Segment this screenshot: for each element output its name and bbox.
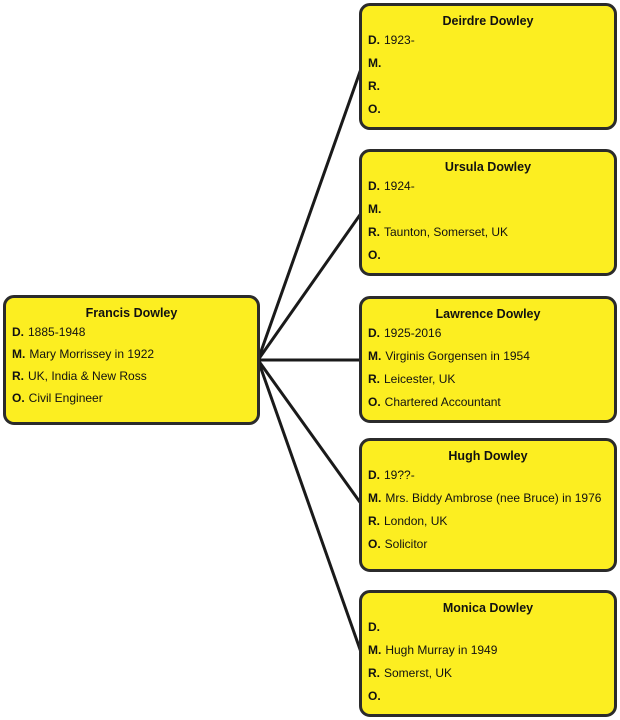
field-label: R. [12, 369, 24, 383]
field-residence: R. Somerst, UK [368, 666, 608, 680]
child-card-deirdre: Deirdre Dowley D. 1923- M. R. O. [359, 3, 617, 130]
field-label: O. [368, 248, 381, 262]
field-label: D. [12, 325, 24, 339]
child-card-lawrence: Lawrence Dowley D. 1925-2016 M.Virginis G… [359, 296, 617, 423]
child-card-hugh: Hugh Dowley D. 19??- M.Mrs. Biddy Ambrose… [359, 438, 617, 572]
child-card-monica: Monica Dowley D. M.Hugh Murray in 1949 R… [359, 590, 617, 717]
field-residence: R. Leicester, UK [368, 372, 608, 386]
field-residence: R. [368, 79, 608, 93]
field-label: M. [368, 56, 382, 70]
field-dates: D. 19??- [368, 468, 608, 482]
field-value: 1924- [384, 179, 415, 193]
field-label: D. [368, 620, 380, 634]
field-value: Chartered Accountant [384, 395, 501, 409]
field-label: M. [12, 347, 26, 361]
person-name: Lawrence Dowley [435, 307, 541, 321]
field-dates: D. 1885-1948 [12, 325, 251, 339]
connector-line-ursula [256, 211, 364, 361]
field-value: Somerst, UK [384, 666, 453, 680]
field-dates: D. 1923- [368, 33, 608, 47]
field-label: M. [368, 202, 382, 216]
person-name: Ursula Dowley [444, 160, 532, 174]
field-occupation: O.Chartered Accountant [368, 395, 608, 409]
field-value: 1923- [384, 33, 415, 47]
field-label: O. [12, 391, 25, 405]
parent-card-francis: Francis Dowley D. 1885-1948 M.Mary Morris… [3, 295, 260, 425]
field-value: Leicester, UK [384, 372, 456, 386]
field-occupation: O. [368, 689, 608, 703]
field-occupation: O. [368, 102, 608, 116]
field-value: 1885-1948 [28, 325, 86, 339]
person-name: Hugh Dowley [448, 449, 528, 463]
field-value: Virginis Gorgensen in 1954 [385, 349, 530, 363]
field-marriage: M.Mrs. Biddy Ambrose (nee Bruce) in 1976 [368, 491, 608, 505]
field-label: D. [368, 326, 380, 340]
field-occupation: O.Civil Engineer [12, 391, 251, 405]
field-value: Hugh Murray in 1949 [385, 643, 498, 657]
field-label: O. [368, 689, 381, 703]
field-label: M. [368, 349, 382, 363]
field-label: D. [368, 179, 380, 193]
field-label: R. [368, 514, 380, 528]
person-name: Monica Dowley [442, 601, 534, 615]
field-label: O. [368, 102, 381, 116]
field-dates: D. 1925-2016 [368, 326, 608, 340]
field-value: 19??- [384, 468, 415, 482]
connector-line-hugh [256, 359, 364, 506]
field-value: Mary Morrissey in 1922 [29, 347, 155, 361]
field-label: R. [368, 225, 380, 239]
field-value: Solicitor [384, 537, 428, 551]
field-label: R. [368, 79, 380, 93]
field-occupation: O. [368, 248, 608, 262]
field-residence: R. London, UK [368, 514, 608, 528]
field-marriage: M.Virginis Gorgensen in 1954 [368, 349, 608, 363]
field-label: R. [368, 372, 380, 386]
field-value: UK, India & New Ross [28, 369, 147, 383]
field-residence: R. Taunton, Somerset, UK [368, 225, 608, 239]
field-label: M. [368, 491, 382, 505]
field-dates: D. 1924- [368, 179, 608, 193]
field-marriage: M. [368, 202, 608, 216]
person-name: Francis Dowley [85, 306, 178, 320]
connector-line-monica [256, 359, 364, 656]
field-label: M. [368, 643, 382, 657]
field-marriage: M.Mary Morrissey in 1922 [12, 347, 251, 361]
field-label: R. [368, 666, 380, 680]
field-label: D. [368, 33, 380, 47]
field-residence: R. UK, India & New Ross [12, 369, 251, 383]
person-name: Deirdre Dowley [442, 14, 534, 28]
field-value: Civil Engineer [28, 391, 103, 405]
field-value: London, UK [384, 514, 448, 528]
field-dates: D. [368, 620, 608, 634]
field-label: O. [368, 395, 381, 409]
field-label: O. [368, 537, 381, 551]
field-marriage: M.Hugh Murray in 1949 [368, 643, 608, 657]
field-occupation: O.Solicitor [368, 537, 608, 551]
child-card-ursula: Ursula Dowley D. 1924- M. R. Taunton, Some… [359, 149, 617, 276]
field-value: 1925-2016 [384, 326, 442, 340]
field-marriage: M. [368, 56, 608, 70]
field-label: D. [368, 468, 380, 482]
connector-line-deirdre [256, 65, 364, 361]
field-value: Mrs. Biddy Ambrose (nee Bruce) in 1976 [385, 491, 602, 505]
field-value: Taunton, Somerset, UK [384, 225, 509, 239]
